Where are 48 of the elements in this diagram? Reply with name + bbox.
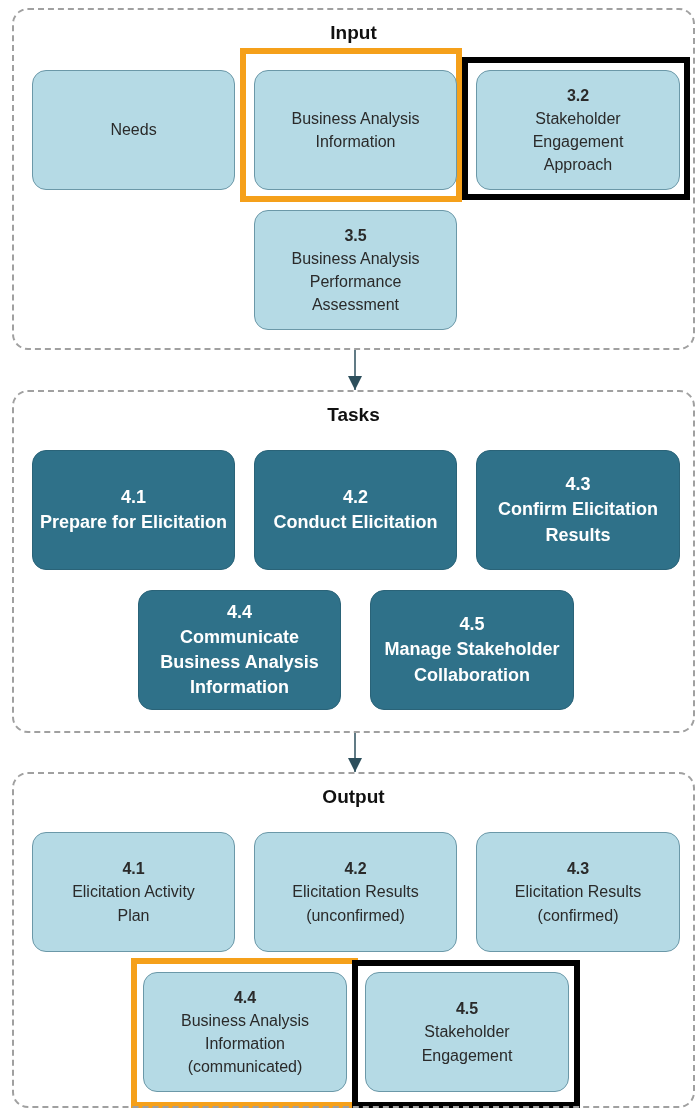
box-label: Stakeholder Engagement: [420, 1022, 514, 1066]
box-label: Manage Stakeholder Collaboration: [383, 638, 561, 687]
box-label: Business Analysis Performance Assessment: [290, 248, 421, 316]
group-heading: Input: [330, 22, 377, 44]
box-label: Prepare for Elicitation: [39, 511, 228, 534]
task-box: [370, 590, 574, 710]
section-number: 4.5: [459, 613, 485, 637]
artifact-box: [254, 70, 457, 190]
section-number: 4.1: [122, 859, 145, 880]
artifact-box: [143, 972, 347, 1092]
section-number: 4.1: [121, 485, 146, 509]
box-label: Business Analysis Information (communicated): [179, 1010, 311, 1078]
task-box: [476, 450, 680, 570]
group-heading: Tasks: [327, 404, 380, 426]
section-number: 3.5: [344, 225, 367, 246]
task-box: [32, 450, 235, 570]
box-label: Communicate Business Analysis Information: [159, 625, 320, 700]
section-number: 4.3: [566, 859, 590, 880]
box-label: Needs: [110, 120, 157, 141]
group-panel: [12, 772, 695, 1108]
section-number: 4.4: [233, 987, 257, 1008]
task-box: [138, 590, 341, 710]
artifact-box: [365, 972, 569, 1092]
box-label: Business Analysis Information: [290, 108, 421, 152]
arrow: [348, 349, 362, 391]
section-number: 4.2: [344, 859, 367, 880]
group-panel: [12, 8, 695, 350]
group-heading: Output: [322, 786, 385, 808]
section-number: 4.5: [455, 999, 479, 1020]
artifact-box: [32, 832, 235, 952]
group-panel: [12, 390, 695, 733]
artifact-box: [254, 210, 457, 330]
box-label: Conduct Elicitation: [273, 511, 438, 534]
box-label: Confirm Elicitation Results: [497, 498, 659, 547]
artifact-box: [32, 70, 235, 190]
artifact-box: [254, 832, 457, 952]
box-label: Elicitation Results (confirmed): [513, 882, 643, 926]
section-number: 4.2: [343, 485, 368, 509]
box-label: Elicitation Activity Plan: [71, 882, 196, 926]
section-number: 4.4: [227, 600, 252, 624]
section-number: 3.2: [566, 85, 590, 106]
task-box: [254, 450, 457, 570]
box-label: Stakeholder Engagement Approach: [531, 108, 625, 176]
arrow: [348, 732, 362, 773]
artifact-box: [476, 70, 680, 190]
artifact-box: [476, 832, 680, 952]
section-number: 4.3: [565, 473, 591, 497]
box-label: Elicitation Results (unconfirmed): [291, 882, 420, 926]
